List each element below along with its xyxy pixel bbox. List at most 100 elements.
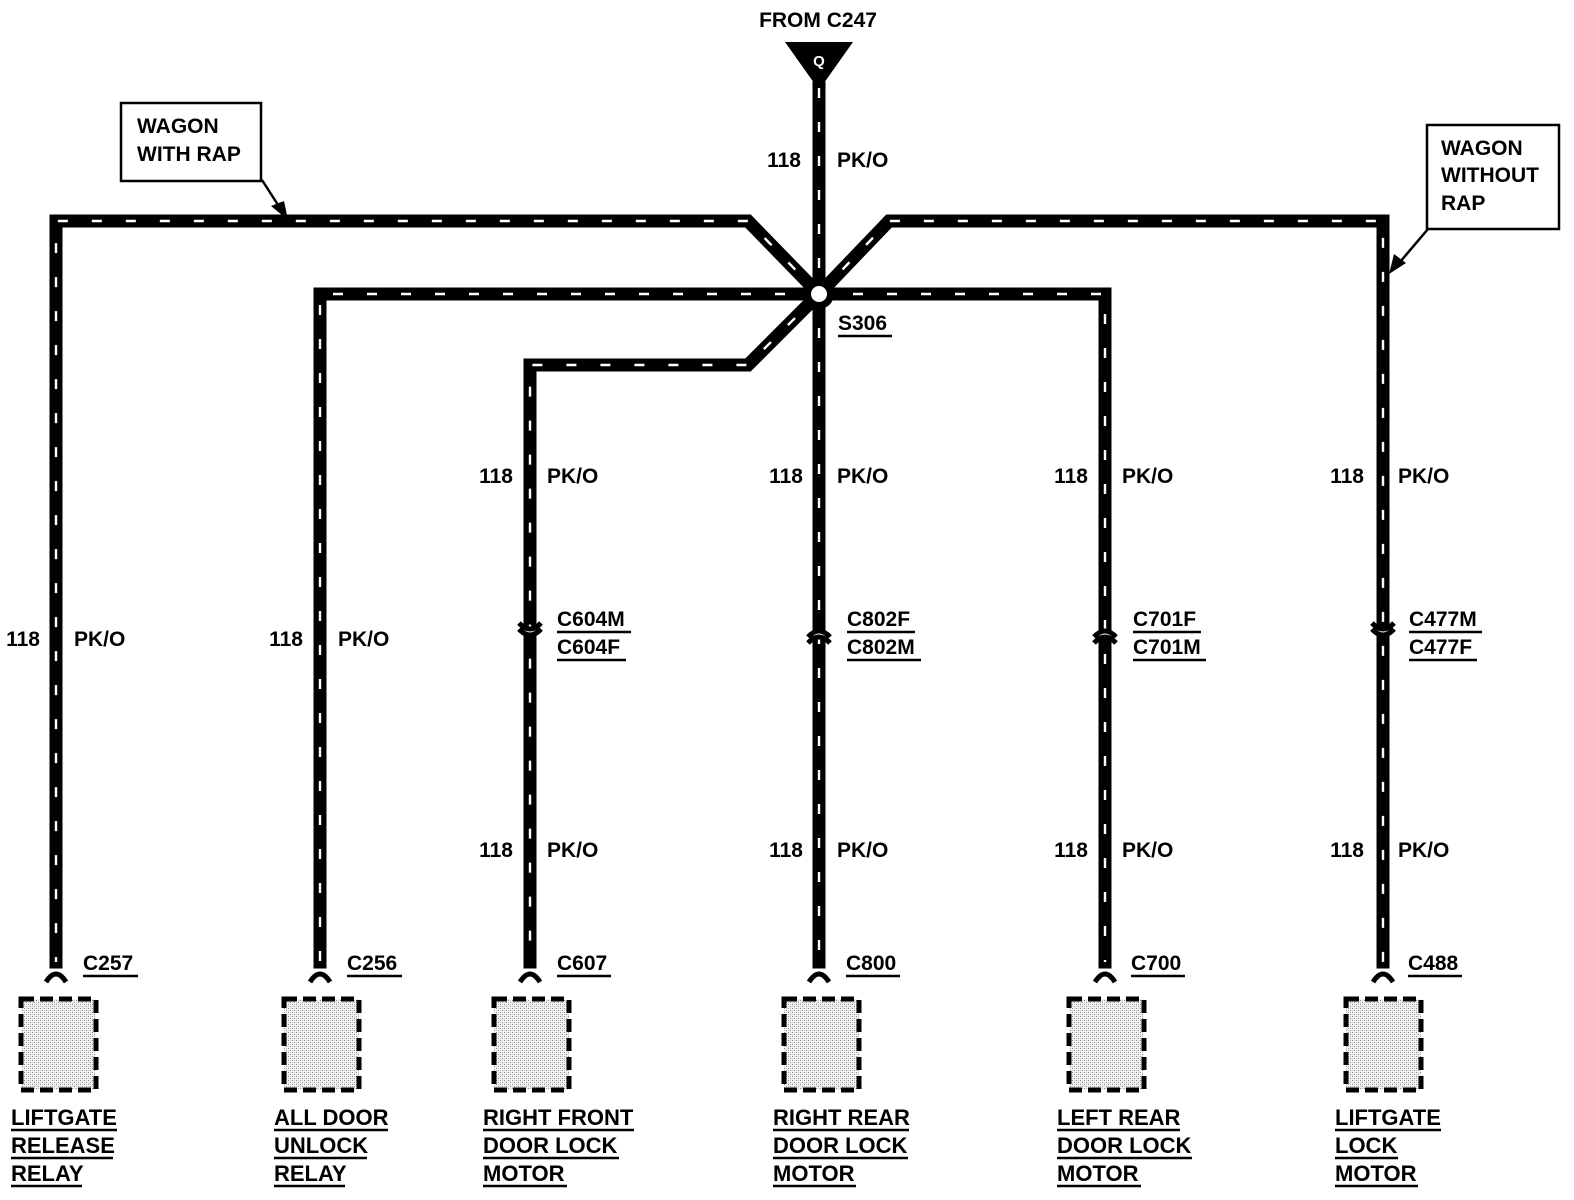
wire-liftgate-release-relay-tracer — [54, 219, 820, 962]
component-name-line: RELAY — [274, 1161, 347, 1186]
wire-color: PK/O — [1122, 839, 1173, 862]
wire-tracer-group — [54, 88, 1385, 962]
component-name-line: MOTOR — [483, 1161, 565, 1186]
component-pin-symbol — [1092, 971, 1118, 984]
wire-liftgate-release-relay — [49, 214, 829, 969]
component-name-line: DOOR LOCK — [483, 1133, 618, 1158]
component-name-line: UNLOCK — [274, 1133, 368, 1158]
wire-circuit: 118 — [269, 628, 303, 651]
note-arrowhead — [1389, 254, 1406, 274]
component-pin-symbol — [517, 971, 543, 984]
inline-connector-bottom: C802M — [847, 636, 915, 659]
wire-circuit: 118 — [769, 465, 803, 488]
component-name-line: RELAY — [11, 1161, 84, 1186]
note-line: RAP — [1441, 192, 1485, 215]
wire-color: PK/O — [837, 465, 888, 488]
splice-s306: S306 — [804, 279, 892, 338]
component-motor-icon — [1066, 996, 1147, 1093]
inline-connector-top: C604M — [557, 608, 625, 631]
note-arrowhead — [271, 201, 288, 220]
inline-connector-bottom: C604F — [557, 636, 620, 659]
feed-wire-label: 118 PK/O — [767, 149, 888, 172]
branch-liftgate-lock-motor: 118 PK/O C477M C477F 118 PK/O C488 LIFTG… — [1330, 465, 1482, 1188]
component-name-line: MOTOR — [773, 1161, 855, 1186]
inline-connector-top: C802F — [847, 608, 910, 631]
inline-connector-top: C477M — [1409, 608, 1477, 631]
wire-group — [49, 81, 1390, 969]
inline-connector-symbol — [517, 621, 543, 638]
wire-circuit: 118 — [479, 465, 513, 488]
component-relay-icon — [281, 996, 362, 1093]
wire-left-rear-door-lock-motor — [812, 287, 1112, 969]
wire-all-door-unlock-relay — [313, 287, 826, 969]
source-connector: FROM C247 Q — [759, 9, 877, 90]
component-name-line: LIFTGATE — [11, 1105, 117, 1130]
note-line: WAGON — [137, 115, 219, 138]
component-connector: C256 — [347, 952, 397, 975]
note-box — [1425, 123, 1561, 231]
inline-connector-bottom: C477F — [1409, 636, 1472, 659]
note-line: WITHOUT — [1441, 164, 1539, 187]
wire-circuit: 118 — [769, 839, 803, 862]
component-connector: C488 — [1408, 952, 1459, 975]
source-connector-letter: Q — [813, 53, 825, 70]
wire-color: PK/O — [338, 628, 389, 651]
branch-right-rear-door-lock-motor: 118 PK/O C802F C802M 118 PK/O C800 RIGHT… — [769, 465, 921, 1188]
component-pin-symbol — [43, 971, 69, 984]
component-pin-symbol — [307, 971, 333, 984]
wire-color: PK/O — [547, 465, 598, 488]
branch-left-rear-door-lock-motor: 118 PK/O C701F C701M 118 PK/O C700 LEFT … — [1054, 465, 1206, 1188]
wire-color: PK/O — [1122, 465, 1173, 488]
inline-connector-symbol — [1092, 628, 1118, 645]
component-name-line: LOCK — [1335, 1133, 1397, 1158]
note-leader — [260, 179, 282, 209]
wire-circuit: 118 — [479, 839, 513, 862]
branch-all-door-unlock-relay: 118 PK/O C256 ALL DOOR UNLOCK RELAY — [269, 628, 402, 1188]
variant-note-with-rap: WAGON WITH RAP — [119, 101, 288, 220]
component-name-line: MOTOR — [1335, 1161, 1417, 1186]
wire-color: PK/O — [1398, 465, 1449, 488]
component-pin-symbol — [806, 971, 832, 984]
note-box — [119, 101, 263, 183]
component-name-line: MOTOR — [1057, 1161, 1139, 1186]
note-line: WAGON — [1441, 137, 1523, 160]
component-connector: C700 — [1131, 952, 1181, 975]
wire-liftgate-lock-motor-tracer — [818, 219, 1385, 962]
branch-right-front-door-lock-motor: 118 PK/O C604M C604F 118 PK/O C607 RIGHT… — [479, 465, 634, 1188]
component-motor-icon — [781, 996, 862, 1093]
component-connector: C607 — [557, 952, 607, 975]
wire-circuit: 118 — [6, 628, 40, 651]
component-name-line: LEFT REAR — [1057, 1105, 1181, 1130]
component-name-line: RIGHT FRONT — [483, 1105, 634, 1130]
wire-color: PK/O — [74, 628, 125, 651]
connector-symbol-group — [43, 621, 1396, 984]
note-line: WITH RAP — [137, 143, 241, 166]
feed-circuit: 118 — [767, 149, 801, 172]
component-name-line: RELEASE — [11, 1133, 115, 1158]
splice-label: S306 — [838, 312, 887, 335]
component-relay-icon — [18, 996, 99, 1093]
source-label: FROM C247 — [759, 9, 877, 32]
component-motor-icon — [491, 996, 572, 1093]
component-name-line: ALL DOOR — [274, 1105, 389, 1130]
wire-color: PK/O — [547, 839, 598, 862]
component-name-line: RIGHT REAR — [773, 1105, 910, 1130]
component-motor-icon — [1343, 996, 1424, 1093]
component-name-line: DOOR LOCK — [1057, 1133, 1192, 1158]
inline-connector-symbol — [806, 628, 832, 645]
component-pin-symbol — [1370, 971, 1396, 984]
wire-right-front-door-lock-motor-tracer — [528, 293, 820, 962]
note-leader — [1399, 228, 1429, 263]
inline-connector-bottom: C701M — [1133, 636, 1201, 659]
wire-circuit: 118 — [1054, 465, 1088, 488]
feed-color: PK/O — [837, 149, 888, 172]
inline-connector-symbol — [1370, 621, 1396, 638]
wire-color: PK/O — [1398, 839, 1449, 862]
variant-note-without-rap: WAGON WITHOUT RAP — [1389, 123, 1561, 274]
source-connector-symbol — [785, 42, 853, 90]
component-connector: C800 — [846, 952, 896, 975]
component-name-line: LIFTGATE — [1335, 1105, 1441, 1130]
wire-circuit: 118 — [1330, 839, 1364, 862]
branch-liftgate-release-relay: 118 PK/O C257 LIFTGATE RELEASE RELAY — [6, 628, 138, 1188]
